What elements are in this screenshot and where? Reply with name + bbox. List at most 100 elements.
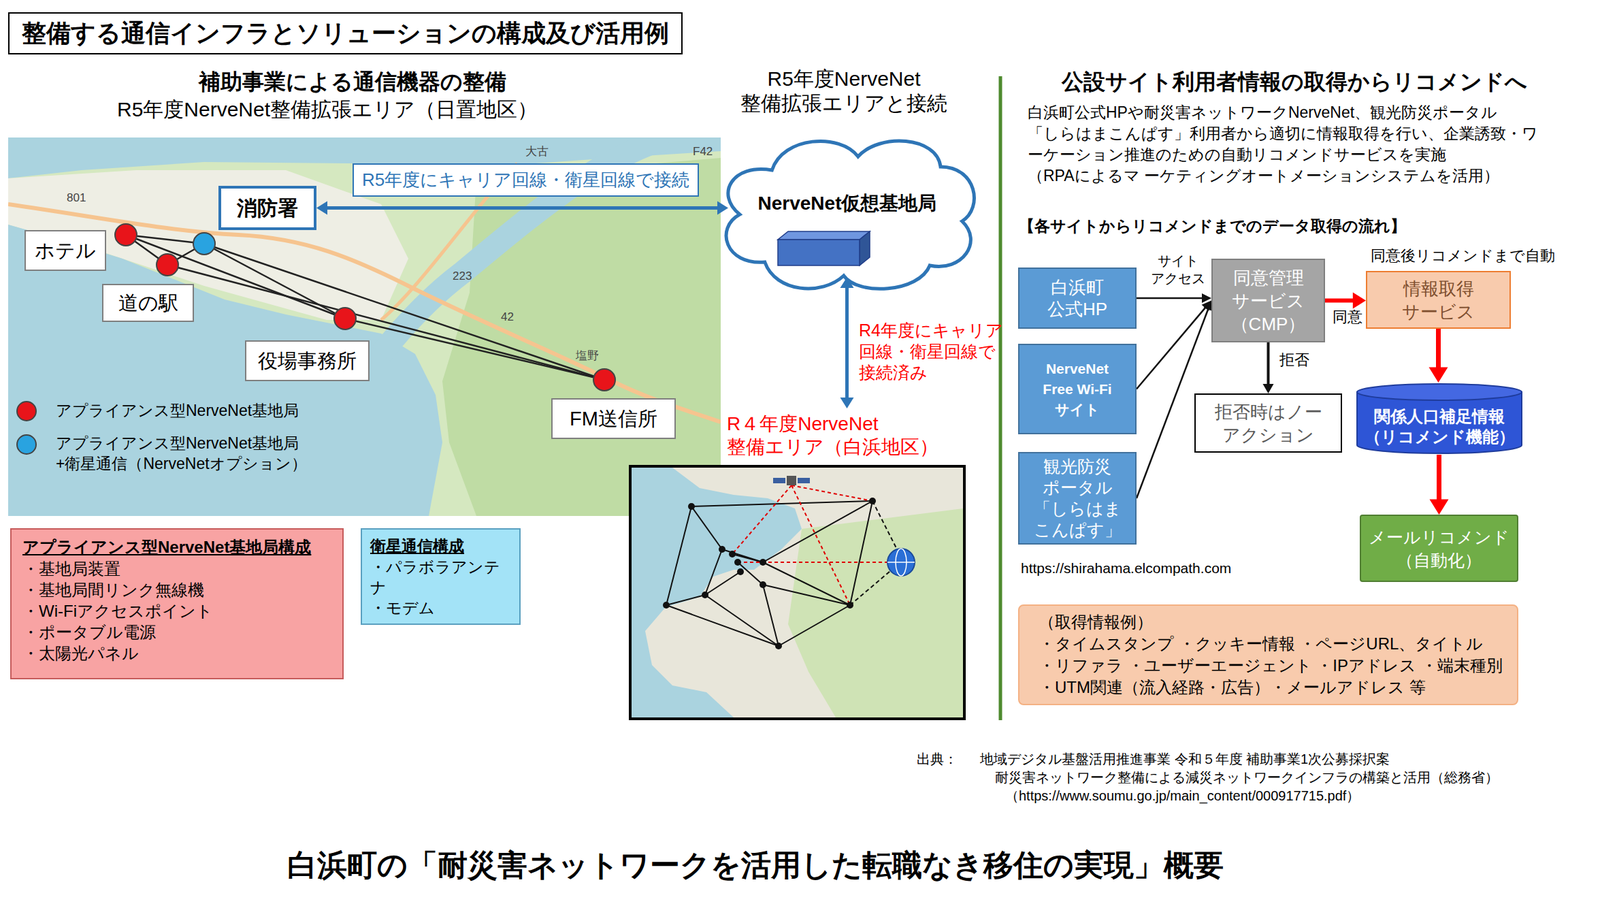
network-dot: [662, 601, 670, 609]
node-label: アプライアンス型NerveNet基地局構成: [22, 536, 312, 559]
fire-station-box: 消防署: [218, 185, 317, 231]
arrowhead: [717, 201, 729, 216]
network-link: [666, 605, 779, 646]
node-label: 役場事務所: [257, 348, 357, 373]
satellite-config-box: 衛星通信構成・パラボラアンテナ・モデム: [360, 528, 521, 625]
node-label: NerveNet仮想基地局: [758, 191, 938, 216]
consent-service-box: 同意管理 サービス （CMP）: [1211, 258, 1326, 343]
base-station-dot: [593, 368, 616, 391]
note-label: （https://www.soumu.go.jp/main_content/00…: [1005, 787, 1360, 805]
site-box: 白浜町 公式HP: [1018, 267, 1137, 329]
map-frame: [630, 466, 965, 719]
node-label: NerveNet Free Wi-Fi サイト: [1035, 358, 1119, 420]
note-label: 同意後リコメンドまで自動: [1370, 246, 1556, 266]
town-office-box: 役場事務所: [245, 340, 370, 382]
satellite-icon: [786, 475, 797, 486]
network-link: [705, 571, 741, 595]
network-dot: [775, 642, 782, 650]
connector-line: [845, 286, 849, 399]
internet-link: [850, 500, 897, 606]
forest-area: [442, 157, 721, 516]
network-link: [705, 549, 723, 595]
satellite-link: [791, 485, 873, 501]
network-link: [762, 584, 851, 606]
caption-text: 白浜町の「耐災害ネットワークを活用した転職なき移住の実現」概要: [204, 846, 1307, 884]
network-link: [666, 500, 873, 646]
network-link: [778, 605, 851, 646]
base-station-dot: [115, 223, 137, 246]
mesh-link: [204, 243, 605, 380]
network-dot: [701, 591, 709, 599]
forest-area: [788, 508, 963, 718]
arrowhead: [1429, 367, 1449, 383]
arrowhead: [316, 201, 328, 216]
server-icon: [777, 231, 870, 240]
legend-text: アプライアンス型NerveNet基地局 +衛星通信（NerveNetオプション）: [55, 432, 356, 474]
node-text: ・太陽光パネル: [22, 642, 139, 664]
connector-label: R4年度にキャリア 回線・衛星回線で 接続済み: [858, 319, 1010, 384]
connector: [840, 276, 855, 409]
network-dot: [759, 558, 767, 566]
note-label: 耐災害ネットワーク整備による減災ネットワークインフラの構築と活用（総務省）: [994, 769, 1499, 787]
r4-area-map: R４年度NerveNet 整備エリア（白浜地区）: [628, 408, 966, 721]
land-area: [645, 467, 963, 718]
server-icon: [777, 231, 870, 266]
node-text: ・タイムスタンプ ・クッキー情報 ・ページURL、タイトル: [1038, 632, 1483, 655]
network-dot: [688, 502, 695, 510]
server-icon: [777, 239, 860, 266]
heading-label: 公設サイト利用者情報の取得からリコメンドへ: [1061, 68, 1528, 96]
network-dot: [718, 545, 726, 553]
connector-line: [325, 206, 719, 210]
network-dot: [737, 568, 744, 576]
connector: [1325, 292, 1366, 309]
legend-text: アプライアンス型NerveNet基地局: [55, 400, 299, 421]
mesh-link: [204, 243, 346, 319]
node-label: ホテル: [34, 238, 96, 263]
globe-icon: [887, 561, 915, 563]
network-link: [762, 500, 873, 563]
satellite-link: [791, 485, 851, 606]
arrowhead: [1429, 499, 1449, 515]
note-label: https://shirahama.elcompath.com: [1020, 559, 1232, 578]
node-label: R４年度NerveNet 整備エリア（白浜地区）: [726, 412, 945, 459]
site-box: NerveNet Free Wi-Fi サイト: [1018, 343, 1137, 435]
section-divider: [999, 76, 1003, 721]
network-dot: [734, 558, 742, 566]
node-text: ・パラボラアンテナ: [370, 556, 512, 598]
database-cylinder: 関係人口補足情報 （リコメンド機能）: [1355, 382, 1524, 455]
shirahama-map: [631, 467, 963, 718]
base-station-dot: [193, 232, 216, 255]
node-label: 白浜町 公式HP: [1027, 276, 1128, 320]
network-dot: [662, 497, 876, 650]
node-label: メールリコメンド （自動化）: [1366, 525, 1512, 572]
node-text: ・リファラ ・ユーザーエージェント ・IPアドレス ・端末種別: [1038, 654, 1503, 677]
satellite-icon: [773, 475, 810, 486]
base-station-dot: [156, 253, 179, 276]
hotel-box: ホテル: [24, 230, 107, 271]
legend-swatch: [16, 434, 37, 455]
node-label: 消防署: [236, 195, 299, 222]
connector-line: [1136, 306, 1206, 390]
connector-line: [1436, 454, 1442, 501]
note-label: 801: [66, 190, 86, 205]
mesh-link: [167, 264, 605, 380]
connector-line: [1325, 298, 1355, 303]
satellite-link: [732, 485, 888, 606]
title-box: 整備する通信インフラとソリューションの構成及び活用例: [8, 12, 683, 55]
info-example-box: （取得情報例）・タイムスタンプ ・クッキー情報 ・ページURL、タイトル・リファ…: [1018, 604, 1519, 706]
arrowhead: [1352, 292, 1366, 309]
note-label: 塩野: [575, 348, 599, 363]
arrowhead: [840, 397, 855, 409]
connector-line: [1435, 328, 1441, 369]
site-box: 観光防災 ポータル 「しらはま こんぱす」: [1018, 451, 1137, 545]
connector-label: 拒否: [1279, 350, 1310, 370]
node-label: 観光防災 ポータル 「しらはま こんぱす」: [1031, 455, 1124, 541]
sea-area: [8, 224, 443, 516]
node-label: 関係人口補足情報 （リコメンド機能）: [1359, 406, 1520, 448]
connector: [1429, 454, 1449, 515]
globe-icon: [887, 548, 915, 576]
heading-label: R5年度NerveNet 整備拡張エリアと接続: [731, 66, 957, 116]
network-link: [691, 506, 723, 550]
roadside-station-box: 道の駅: [102, 283, 194, 322]
